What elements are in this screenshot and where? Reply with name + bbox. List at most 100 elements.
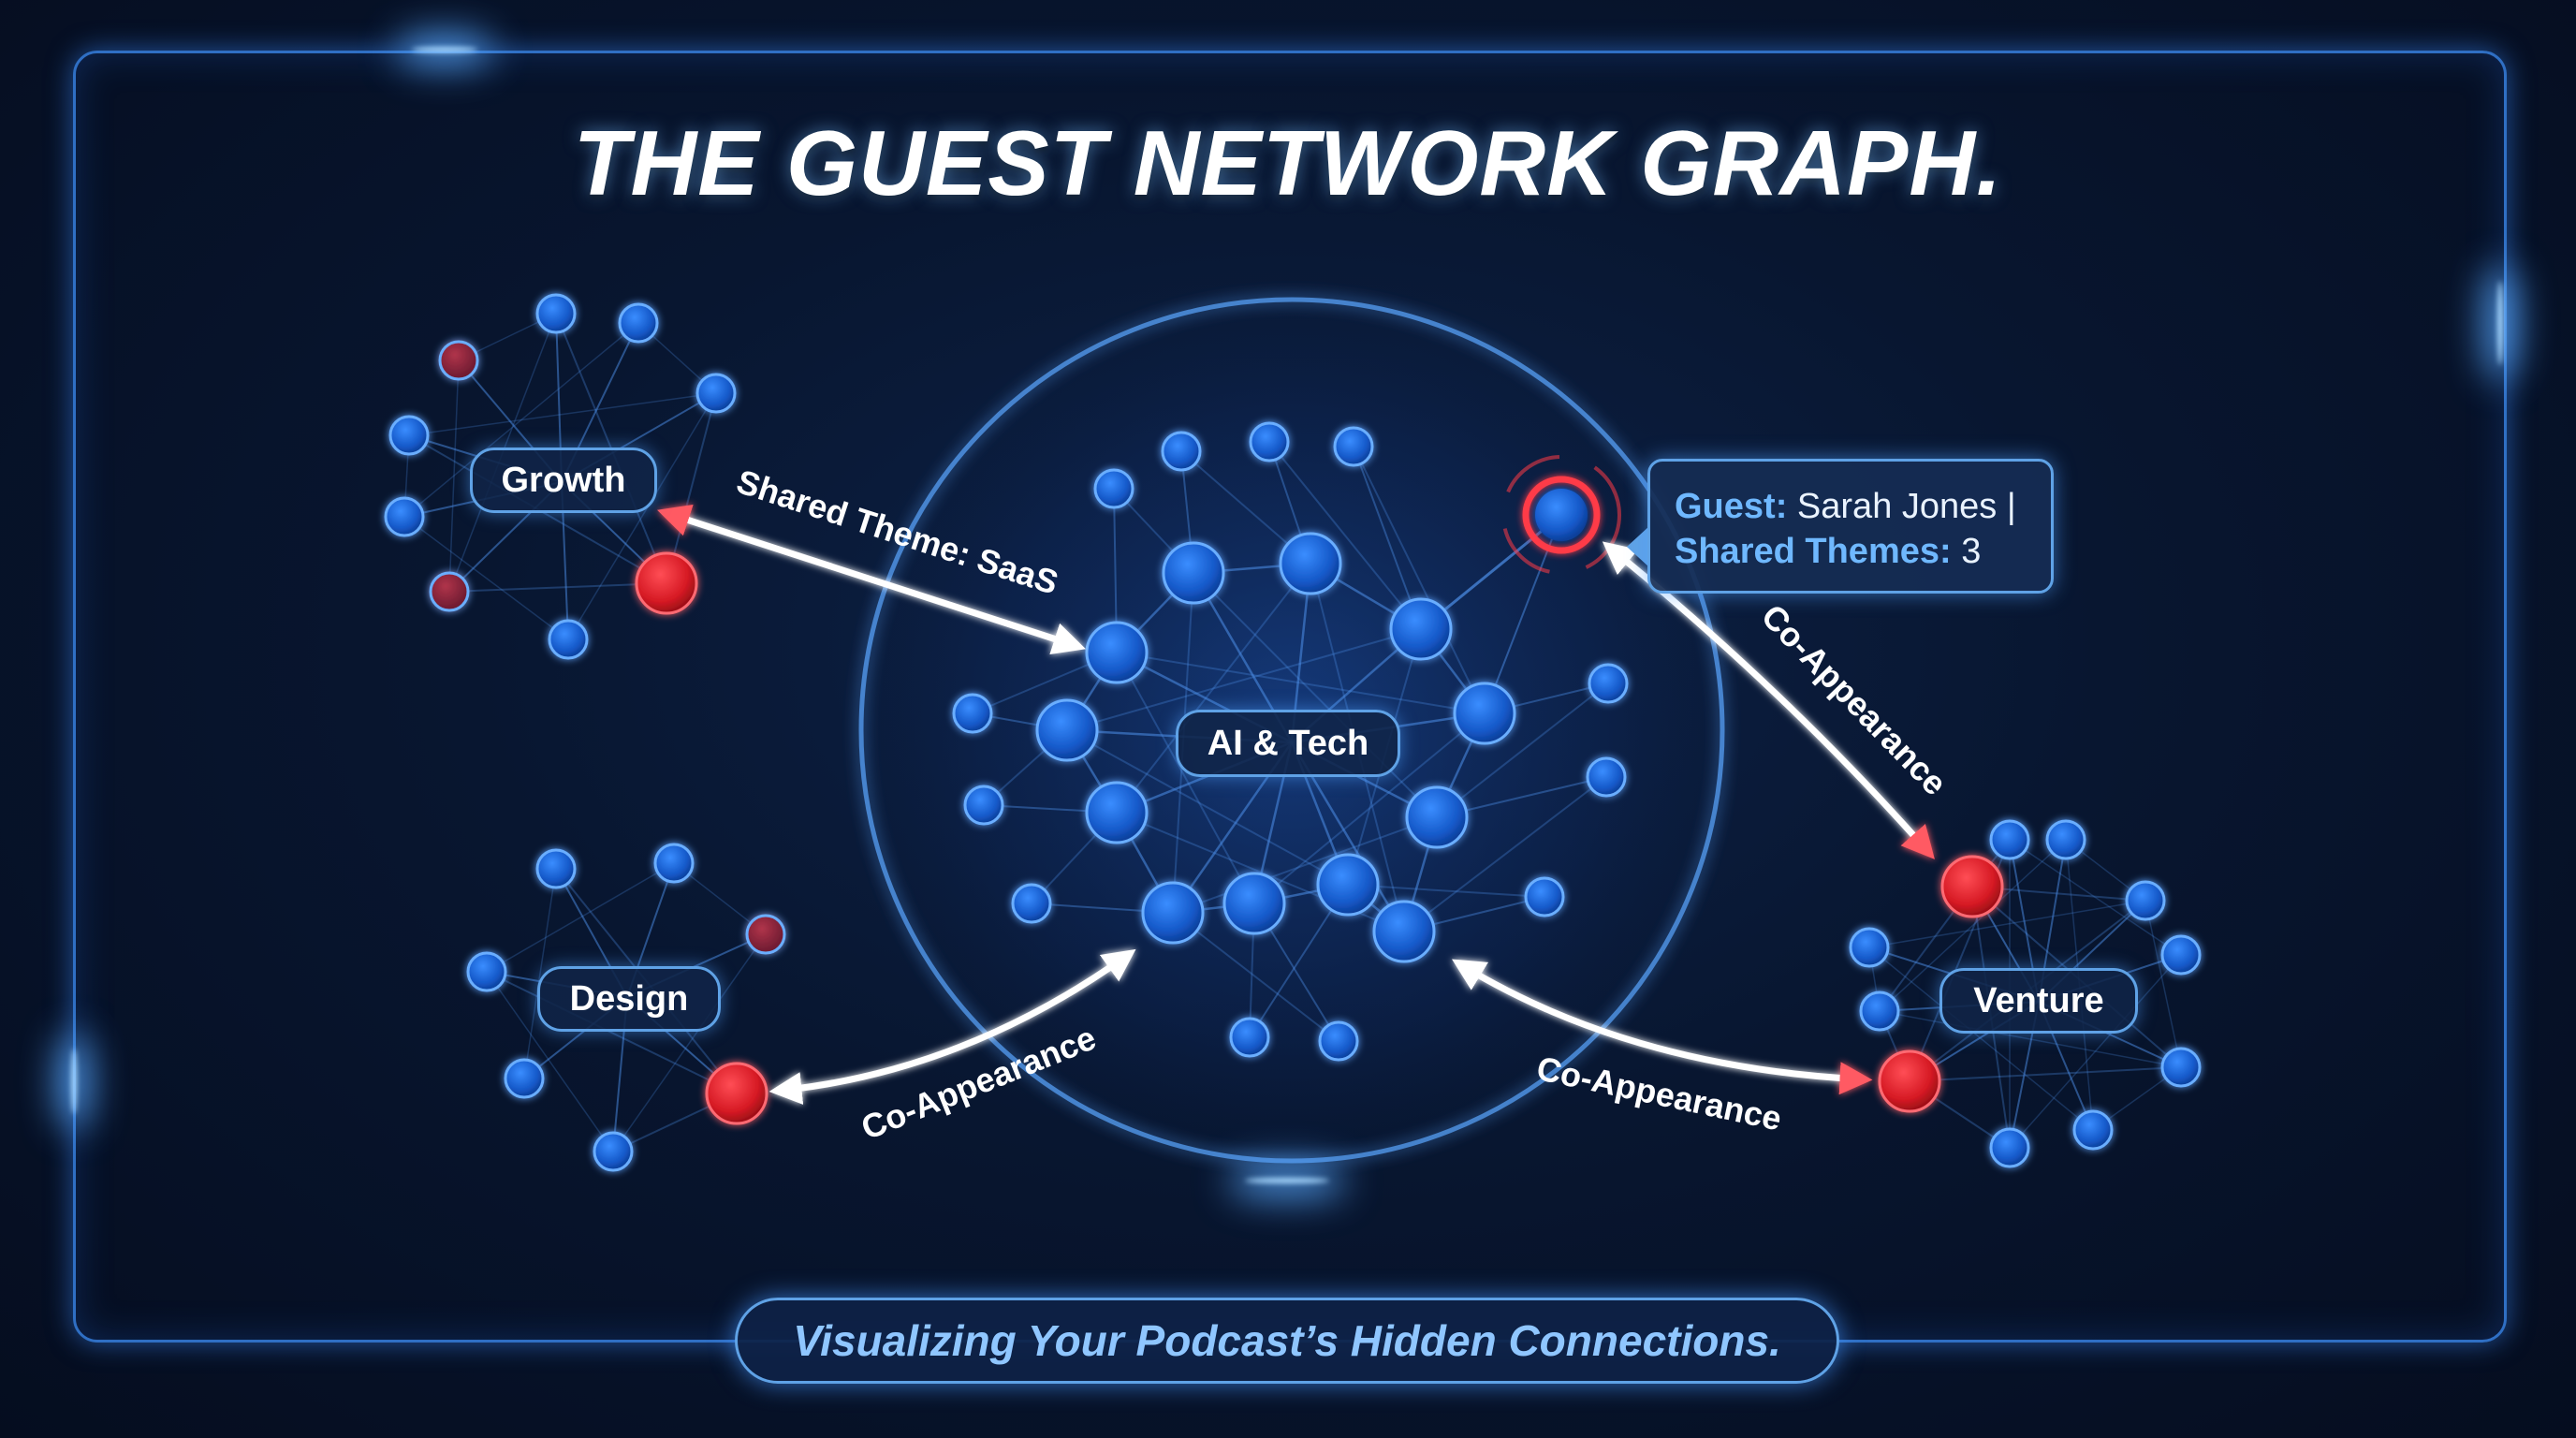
guest-node[interactable] [1035, 698, 1099, 762]
guest-node[interactable] [2072, 1109, 2114, 1151]
guest-node[interactable] [1011, 883, 1052, 924]
network-edge [486, 971, 614, 1152]
guest-node-bridge[interactable] [1940, 855, 2004, 918]
network-edge [1116, 652, 1255, 904]
network-edge [1879, 1010, 2182, 1068]
guest-tooltip: Guest: Sarah Jones | Shared Themes: 3 [1647, 459, 2054, 594]
network-edge [1172, 912, 1339, 1042]
network-edge [1353, 446, 1486, 714]
guest-node[interactable] [466, 951, 507, 992]
arrow-growth-ai-tech [657, 504, 1086, 655]
frame-glow-bottom [1245, 1178, 1329, 1183]
guest-node[interactable] [2160, 1047, 2202, 1088]
guest-node[interactable] [1279, 532, 1342, 595]
guest-node[interactable] [1989, 819, 2030, 860]
network-edge [1436, 682, 1609, 818]
network-edge [2009, 954, 2182, 1149]
guest-node[interactable] [963, 785, 1004, 826]
guest-node[interactable] [1222, 872, 1286, 935]
guest-node[interactable] [1372, 900, 1436, 963]
guest-node[interactable] [1989, 1127, 2030, 1168]
network-edge [1347, 884, 1545, 898]
network-edge [1066, 628, 1422, 731]
tooltip-guest-key: Guest: [1675, 487, 1788, 526]
guest-node[interactable] [1333, 426, 1374, 467]
guest-node[interactable] [1389, 597, 1453, 661]
guest-node[interactable] [1318, 1020, 1359, 1062]
network-edge [1116, 652, 1486, 714]
guest-node[interactable] [1586, 756, 1627, 798]
guest-node[interactable] [1085, 781, 1149, 844]
network-edge [1353, 446, 1422, 630]
guest-node[interactable] [653, 843, 695, 884]
network-edge [403, 322, 639, 518]
network-edge [408, 392, 717, 436]
network-edge [448, 360, 460, 593]
guest-node[interactable] [1588, 663, 1629, 704]
guest-node[interactable] [1162, 541, 1225, 605]
guest-node[interactable] [384, 496, 425, 537]
network-edge [1868, 900, 2146, 948]
guest-node-bridge[interactable] [1878, 1049, 1941, 1113]
network-edge [1268, 441, 1422, 630]
network-edge [567, 392, 717, 640]
guest-node[interactable] [1085, 621, 1149, 684]
guest-node[interactable] [1849, 927, 1890, 968]
network-edge [1868, 946, 2094, 1131]
arrow-ai-tech-venture [1452, 959, 1873, 1095]
selected-guest-ring-outer [1501, 455, 1621, 575]
frame-glow-right [2497, 281, 2503, 365]
frame-glow-top [412, 47, 477, 52]
guest-node[interactable] [438, 340, 479, 381]
guest-node[interactable] [1405, 785, 1469, 849]
network-edge [1253, 712, 1486, 904]
guest-node[interactable] [2160, 934, 2202, 976]
tooltip-pointer [1627, 526, 1649, 567]
network-edge [1116, 563, 1311, 814]
tooltip-themes-line: Shared Themes: 3 [1675, 529, 2027, 574]
network-edge [448, 582, 667, 593]
guest-node[interactable] [388, 415, 430, 456]
network-edge [1193, 572, 1438, 818]
guest-node[interactable] [504, 1058, 545, 1099]
guest-node[interactable] [1229, 1017, 1270, 1058]
tooltip-themes-key: Shared Themes: [1675, 532, 1952, 571]
guest-node[interactable] [593, 1131, 634, 1172]
guest-node[interactable] [2125, 880, 2166, 921]
guest-node[interactable] [2045, 819, 2086, 860]
guest-node[interactable] [618, 302, 659, 344]
guest-node[interactable] [1141, 881, 1205, 945]
guest-node[interactable] [1524, 876, 1565, 917]
network-edge [2009, 839, 2182, 956]
guest-node[interactable] [1859, 990, 1900, 1032]
guest-node[interactable] [1249, 421, 1290, 462]
cluster-label-growth[interactable]: Growth [470, 448, 657, 513]
page-title: THE GUEST NETWORK GRAPH. [573, 111, 2003, 214]
network-edge [1909, 1066, 2182, 1082]
guest-node[interactable] [1316, 853, 1380, 917]
network-edge [486, 971, 738, 1094]
guest-node[interactable] [429, 571, 470, 612]
guest-node-bridge[interactable] [635, 551, 698, 615]
guest-node[interactable] [548, 619, 589, 660]
guest-node[interactable] [1093, 468, 1134, 509]
guest-node-bridge[interactable] [705, 1062, 768, 1125]
arrow-ai-tech-design [768, 948, 1136, 1105]
cluster-label-ai-tech[interactable]: AI & Tech [1176, 710, 1400, 777]
cluster-label-design[interactable]: Design [537, 966, 721, 1032]
network-edge [1066, 729, 1349, 886]
tooltip-guest-line: Guest: Sarah Jones | [1675, 484, 2027, 529]
guest-node[interactable] [1161, 431, 1202, 472]
cluster-label-venture[interactable]: Venture [1939, 968, 2138, 1034]
guest-node[interactable] [695, 373, 737, 414]
guest-node[interactable] [1453, 682, 1516, 745]
guest-node[interactable] [952, 693, 993, 734]
guest-node[interactable] [535, 293, 577, 334]
network-edge [1879, 839, 2067, 1012]
selected-guest-node[interactable] [1535, 489, 1588, 541]
tooltip-guest-value: Sarah Jones | [1796, 487, 2016, 526]
guest-node[interactable] [745, 914, 786, 955]
tooltip-themes-value: 3 [1961, 532, 1982, 571]
guest-node[interactable] [535, 848, 577, 889]
